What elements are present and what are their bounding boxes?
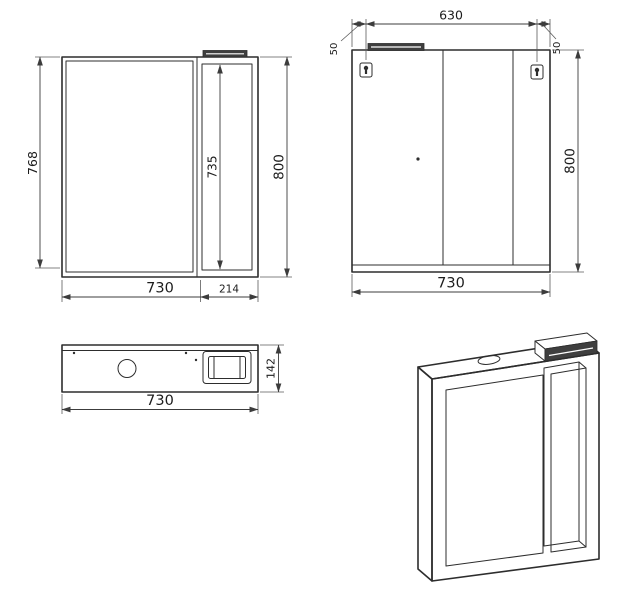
dim-text-plan-width: 730 bbox=[146, 393, 174, 409]
dim-plan-width: 730 bbox=[61, 393, 259, 414]
front-view: 768 735 800 730 214 bbox=[25, 50, 292, 302]
dim-text-front-width-bottom: 730 bbox=[146, 281, 174, 297]
back-view: 630 50 50 800 730 bbox=[329, 8, 584, 297]
dim-front-height-inner: 735 bbox=[206, 64, 223, 270]
iso-mirror-opening bbox=[445, 374, 544, 567]
dim-back-width-bottom: 730 bbox=[351, 274, 551, 297]
lamp-highlight bbox=[548, 347, 594, 357]
iso-depth-line bbox=[578, 361, 587, 369]
dim-back-height-right: 800 bbox=[552, 49, 584, 273]
back-cabinet-outline bbox=[351, 49, 551, 273]
keyhole-slot bbox=[364, 68, 368, 74]
dim-back-width-top: 630 bbox=[365, 8, 538, 62]
screw-dot bbox=[194, 358, 198, 362]
dim-front-width-bottom: 730 214 bbox=[61, 280, 259, 302]
dim-text-front-height-right: 800 bbox=[272, 154, 288, 180]
leader-line bbox=[543, 25, 557, 40]
leader-line bbox=[340, 25, 359, 42]
housing-outer bbox=[202, 351, 252, 384]
dim-text-back-height-right: 800 bbox=[563, 148, 579, 174]
dim-back-offset-left: 50 bbox=[329, 19, 367, 56]
iso-depth-line bbox=[578, 540, 587, 548]
keyhole-hanger-left bbox=[359, 62, 373, 78]
iso-front-frame bbox=[431, 352, 600, 582]
lamp-housing-plan bbox=[202, 351, 252, 384]
dim-back-offset-right: 50 bbox=[536, 19, 563, 55]
iso-lamp-box bbox=[534, 332, 598, 362]
screw-dot bbox=[72, 351, 76, 355]
dim-plan-depth: 142 bbox=[260, 344, 284, 393]
keyhole-slot bbox=[535, 70, 539, 76]
dim-text-back-offset-right: 50 bbox=[552, 42, 563, 55]
plan-outline bbox=[61, 344, 259, 393]
mirror-door bbox=[65, 60, 194, 273]
lamp-wire-hole bbox=[117, 359, 137, 378]
screw-dot bbox=[184, 351, 188, 355]
top-view: 730 142 bbox=[61, 344, 284, 414]
dim-text-back-offset-left: 50 bbox=[329, 43, 340, 56]
dim-text-front-width-shelf: 214 bbox=[219, 284, 239, 296]
dim-text-back-width-bottom: 730 bbox=[437, 276, 465, 292]
housing-inner bbox=[208, 356, 246, 379]
iso-top-hole bbox=[477, 355, 501, 365]
hanger-bracket bbox=[359, 62, 373, 78]
hanger-bracket bbox=[530, 64, 544, 80]
keyhole-hanger-right bbox=[530, 64, 544, 80]
dim-text-front-height-left: 768 bbox=[25, 151, 40, 175]
dim-front-height-right: 800 bbox=[260, 56, 292, 278]
lamp-front-face bbox=[544, 340, 598, 362]
shelf-opening bbox=[201, 63, 253, 271]
dim-text-front-height-inner: 735 bbox=[206, 156, 220, 179]
front-cabinet-outline bbox=[61, 56, 259, 278]
dim-text-plan-depth: 142 bbox=[265, 358, 278, 379]
dim-text-back-width-top: 630 bbox=[439, 8, 463, 23]
iso-view bbox=[417, 332, 600, 582]
dim-front-height-left: 768 bbox=[25, 56, 60, 269]
mounting-dot bbox=[416, 157, 420, 161]
